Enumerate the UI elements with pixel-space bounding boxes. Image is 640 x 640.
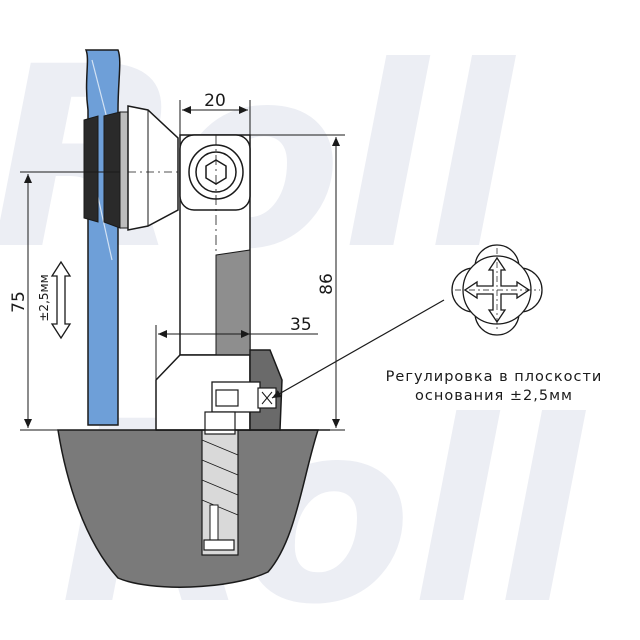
clamp-cone bbox=[127, 105, 179, 231]
vertical-adjust-label: ±2,5мм bbox=[37, 274, 51, 321]
planar-adjust-symbol bbox=[451, 244, 543, 336]
lower-body bbox=[155, 349, 330, 435]
dimension-75: 75 bbox=[9, 171, 120, 431]
base-block bbox=[57, 429, 320, 588]
support-post bbox=[179, 134, 251, 430]
dim-86-label: 86 bbox=[317, 273, 337, 295]
glass-panel bbox=[84, 49, 121, 426]
vertical-adjust: ±2,5мм bbox=[37, 260, 72, 340]
dimension-35: 35 bbox=[155, 315, 318, 380]
dim-35-label: 35 bbox=[290, 315, 312, 335]
dimension-86: 86 bbox=[250, 134, 345, 431]
watermark: Roll Roll bbox=[0, 13, 587, 640]
note-line-1: Регулировка в плоскости bbox=[386, 369, 603, 385]
adjustment-note: Регулировка в плоскости основания ±2,5мм bbox=[386, 369, 603, 404]
note-line-2: основания ±2,5мм bbox=[415, 388, 573, 404]
dim-20-label: 20 bbox=[204, 91, 226, 111]
gasket bbox=[83, 111, 129, 229]
leader-line bbox=[271, 299, 445, 399]
dimension-20: 20 bbox=[179, 91, 251, 135]
dim-75-label: 75 bbox=[9, 291, 29, 313]
double-arrow-vertical-icon bbox=[50, 260, 72, 340]
watermark-text-top: Roll bbox=[0, 13, 517, 304]
